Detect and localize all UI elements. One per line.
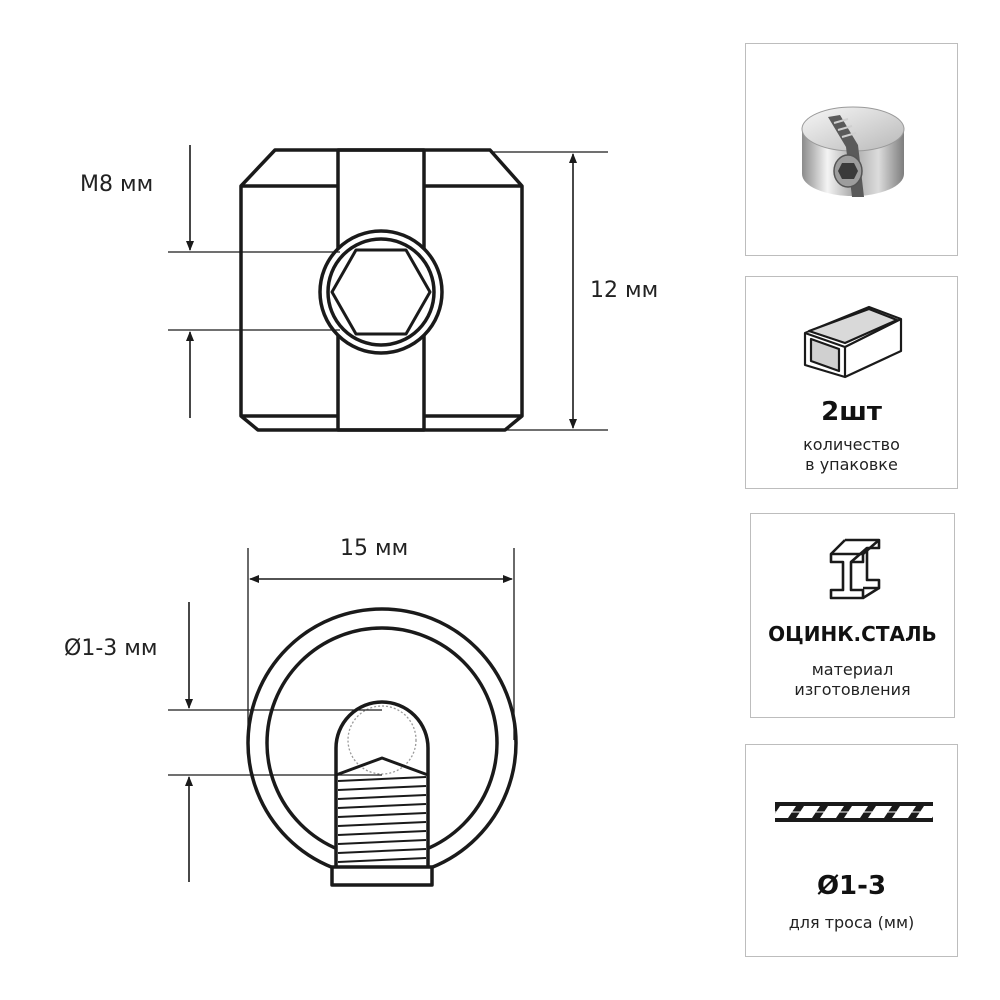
material-card: ОЦИНК.СТАЛЬ материал изготовления <box>750 513 955 718</box>
cable-diameter-label: Ø1-3 мм <box>64 636 158 661</box>
screw-tip <box>335 756 429 777</box>
front-view-base <box>330 865 434 887</box>
front-dimensions <box>168 548 515 882</box>
cable-value: Ø1-3 <box>816 871 887 901</box>
cable-stop-photo-icon <box>801 106 905 197</box>
product-photo-card <box>745 43 958 256</box>
cable-card: Ø1-3 для троса (мм) <box>745 744 958 957</box>
material-caption-line1: материал <box>811 660 894 679</box>
quantity-caption-line2: в упаковке <box>805 455 898 474</box>
height-label: 12 мм <box>590 278 659 303</box>
material-value: ОЦИНК.СТАЛЬ <box>768 622 937 646</box>
diameter-label: 15 мм <box>340 536 409 561</box>
quantity-value: 2шт <box>821 397 882 427</box>
hex-socket <box>330 248 432 336</box>
cable-caption-line1: для троса (мм) <box>788 913 915 932</box>
material-caption-line2: изготовления <box>794 680 911 699</box>
thread-size-label: M8 мм <box>80 172 154 197</box>
side-view-screw-inner <box>326 237 436 347</box>
cable-hole-dashed <box>347 705 417 775</box>
side-view <box>239 148 524 432</box>
cable-caption: для троса (мм) <box>746 913 957 933</box>
cable-channel <box>334 700 430 870</box>
screw-threads <box>337 776 427 863</box>
wire-rope-icon <box>774 802 934 822</box>
steel-beam-icon <box>829 538 881 600</box>
quantity-caption: количество в упаковке <box>746 435 957 475</box>
package-box-icon <box>803 305 903 379</box>
quantity-caption-line1: количество <box>803 435 900 454</box>
side-dimensions <box>168 145 608 431</box>
front-view <box>246 607 518 887</box>
material-caption: материал изготовления <box>751 660 954 700</box>
quantity-card: 2шт количество в упаковке <box>745 276 958 489</box>
